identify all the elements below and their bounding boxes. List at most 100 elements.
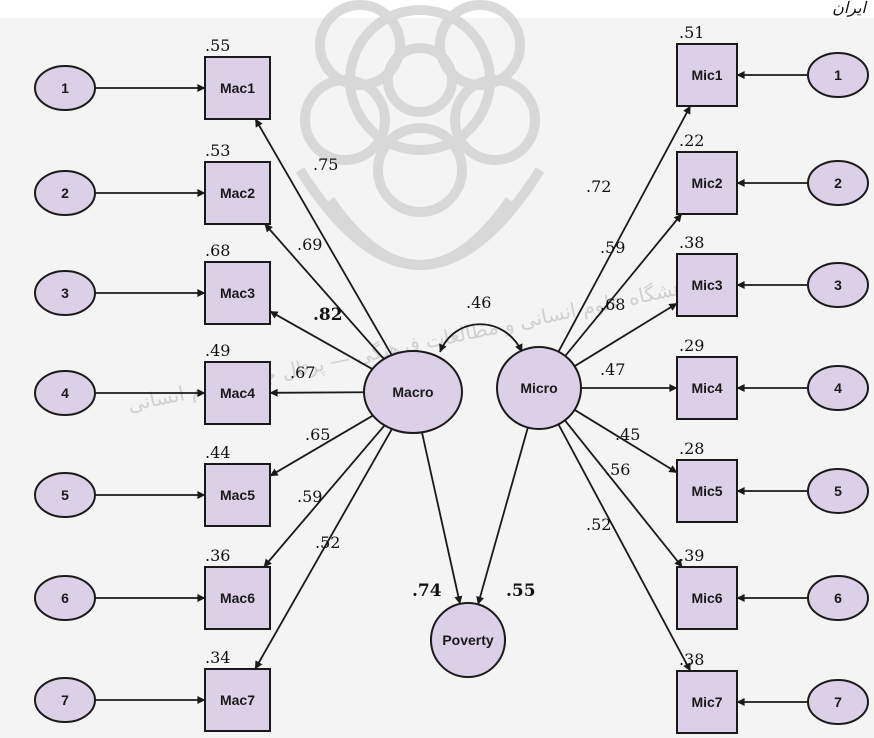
edges [95,71,808,706]
latent-node-micro [496,346,582,430]
loading-mac3: .82 [313,305,343,325]
indicator-label-mac3: Mac3 [220,285,255,301]
error-label-macro-7: 7 [61,692,69,708]
correlation-coef: .46 [466,293,491,312]
error-node-micro-4 [807,365,869,411]
r2-mac1: .55 [205,36,230,55]
error-node-macro-6 [34,575,96,621]
indicator-box-mic4 [676,356,738,420]
correlation-arc [439,323,523,353]
indicator-label-mic1: Mic1 [691,67,722,83]
indicator-label-mic2: Mic2 [691,175,722,191]
r2-mic5: .28 [679,439,704,458]
loading-arrow-mac2 [264,223,385,360]
coefficient-labels: .55.53.68.49.44.36.34.75.69.82.67.65.59.… [205,23,704,669]
watermark-rosette [295,0,545,270]
error-label-macro-6: 6 [61,590,69,606]
loading-mic3: .68 [600,295,625,314]
error-node-macro-5 [34,472,96,518]
indicator-label-mic5: Mic5 [691,483,722,499]
error-node-macro-1 [34,65,96,111]
r2-mac7: .34 [205,648,230,667]
loading-arrow-mac7 [254,428,393,670]
path-arrow-macro-poverty [421,432,463,605]
indicator-box-mac7 [204,668,271,732]
indicator-label-mac5: Mac5 [220,487,255,503]
loading-mac4: .67 [290,363,315,382]
indicator-box-mac1 [204,56,271,120]
loading-mic7: .52 [586,515,611,534]
loading-mic5: .45 [615,425,640,444]
loading-arrow-mic2 [564,213,683,357]
loading-mac2: .69 [297,235,322,254]
r2-mic6: .39 [679,546,704,565]
indicator-box-mac5 [204,463,271,527]
path-arrow-micro-poverty [476,427,529,605]
indicator-label-mic7: Mic7 [691,694,722,710]
loading-mic1: .72 [586,177,611,196]
indicator-label-mac1: Mac1 [220,80,255,96]
loading-arrow-mac4 [269,388,365,397]
error-label-micro-3: 3 [834,277,842,293]
indicator-box-mic1 [676,43,738,107]
loading-mac1: .75 [313,155,338,174]
indicator-box-mac4 [204,361,271,425]
error-node-macro-3 [34,270,96,316]
error-node-micro-2 [807,160,869,206]
error-node-micro-6 [807,575,869,621]
loading-arrow-mic5 [574,409,678,474]
latent-label-micro: Micro [520,380,557,396]
loading-mic6: .56 [605,460,630,479]
loading-mac5: .65 [305,425,330,444]
loading-mac7: .52 [315,533,340,552]
loading-arrow-mac6 [263,424,386,568]
indicator-label-mic6: Mic6 [691,590,722,606]
outcome-label-poverty: Poverty [442,632,494,648]
indicator-box-mac2 [204,161,271,225]
error-label-macro-1: 1 [61,80,69,96]
r2-mac6: .36 [205,546,230,565]
loading-arrow-mac3 [269,310,373,370]
indicator-label-mac2: Mac2 [220,185,255,201]
error-label-micro-7: 7 [834,694,842,710]
loading-arrow-mic7 [557,423,692,672]
error-node-micro-5 [807,468,869,514]
loading-arrow-mic6 [564,419,683,568]
loading-mic4: .47 [600,360,625,379]
indicator-box-mac6 [204,566,271,630]
indicator-label-mac4: Mac4 [220,385,255,401]
indicator-label-mac7: Mac7 [220,692,255,708]
indicator-box-mic7 [676,670,738,734]
r2-mac4: .49 [205,341,230,360]
indicator-label-mac6: Mac6 [220,590,255,606]
indicator-box-mic5 [676,459,738,523]
indicator-box-mac3 [204,261,271,325]
error-label-macro-5: 5 [61,487,69,503]
path-coef-macro-poverty: .74 [412,581,442,601]
r2-mic3: .38 [679,233,704,252]
error-label-micro-2: 2 [834,175,842,191]
error-node-macro-4 [34,370,96,416]
indicator-label-mic3: Mic3 [691,277,722,293]
loading-mic2: .59 [600,238,625,257]
indicator-box-mic2 [676,151,738,215]
loading-arrow-mic1 [557,105,692,353]
r2-mic2: .22 [679,131,704,150]
r2-mic7: .38 [679,650,704,669]
loading-arrow-mac5 [269,414,374,477]
error-node-micro-3 [807,262,869,308]
corner-mark: ایران [832,0,867,17]
error-node-macro-2 [34,170,96,216]
error-label-macro-3: 3 [61,285,69,301]
r2-mac2: .53 [205,141,230,160]
error-label-micro-5: 5 [834,483,842,499]
path-coef-micro-poverty: .55 [506,581,536,601]
r2-mic1: .51 [679,23,704,42]
indicator-box-mic6 [676,566,738,630]
r2-mic4: .29 [679,336,704,355]
error-node-micro-1 [807,52,869,98]
indicator-label-mic4: Mic4 [691,380,722,396]
